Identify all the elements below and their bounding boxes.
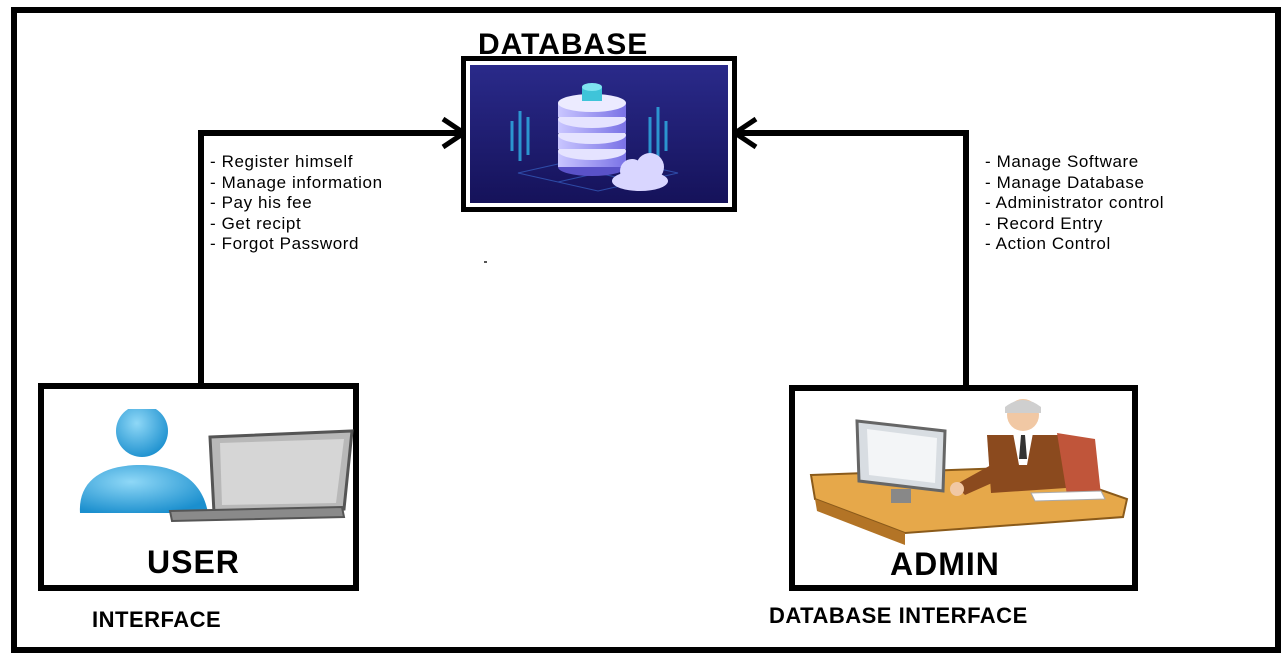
admin-node: ADMIN bbox=[789, 385, 1138, 591]
user-action-item: - Register himself bbox=[210, 152, 354, 171]
admin-action-item: - Record Entry bbox=[985, 213, 1103, 233]
database-node bbox=[461, 56, 737, 212]
admin-action-item: - Manage Database bbox=[985, 172, 1145, 192]
stray-dot bbox=[484, 261, 487, 263]
database-server-icon bbox=[470, 65, 728, 203]
admin-label: ADMIN bbox=[890, 546, 1000, 582]
admin-action-item: - Action Control bbox=[985, 234, 1111, 253]
user-connector-line bbox=[198, 130, 461, 388]
admin-caption: DATABASE INTERFACE bbox=[769, 603, 1028, 628]
admin-action-item: - Manage Software bbox=[985, 152, 1139, 171]
user-node: USER bbox=[38, 383, 359, 591]
admin-action-item: - Administrator control bbox=[985, 193, 1165, 212]
user-action-item: - Manage information bbox=[210, 172, 383, 192]
user-laptop-icon bbox=[79, 409, 354, 523]
admin-actions-list: - Manage Software - Manage Database - Ad… bbox=[985, 152, 1265, 255]
user-action-item: - Pay his fee bbox=[210, 193, 313, 212]
user-action-item: - Forgot Password bbox=[210, 234, 360, 253]
admin-desk-computer-icon bbox=[809, 399, 1129, 545]
user-actions-list: - Register himself - Manage information … bbox=[210, 152, 425, 255]
user-caption: INTERFACE bbox=[92, 607, 222, 632]
user-label: USER bbox=[147, 544, 240, 580]
database-title: DATABASE bbox=[478, 28, 649, 61]
user-action-item: - Get recipt bbox=[210, 213, 302, 233]
admin-connector-line bbox=[737, 130, 969, 388]
